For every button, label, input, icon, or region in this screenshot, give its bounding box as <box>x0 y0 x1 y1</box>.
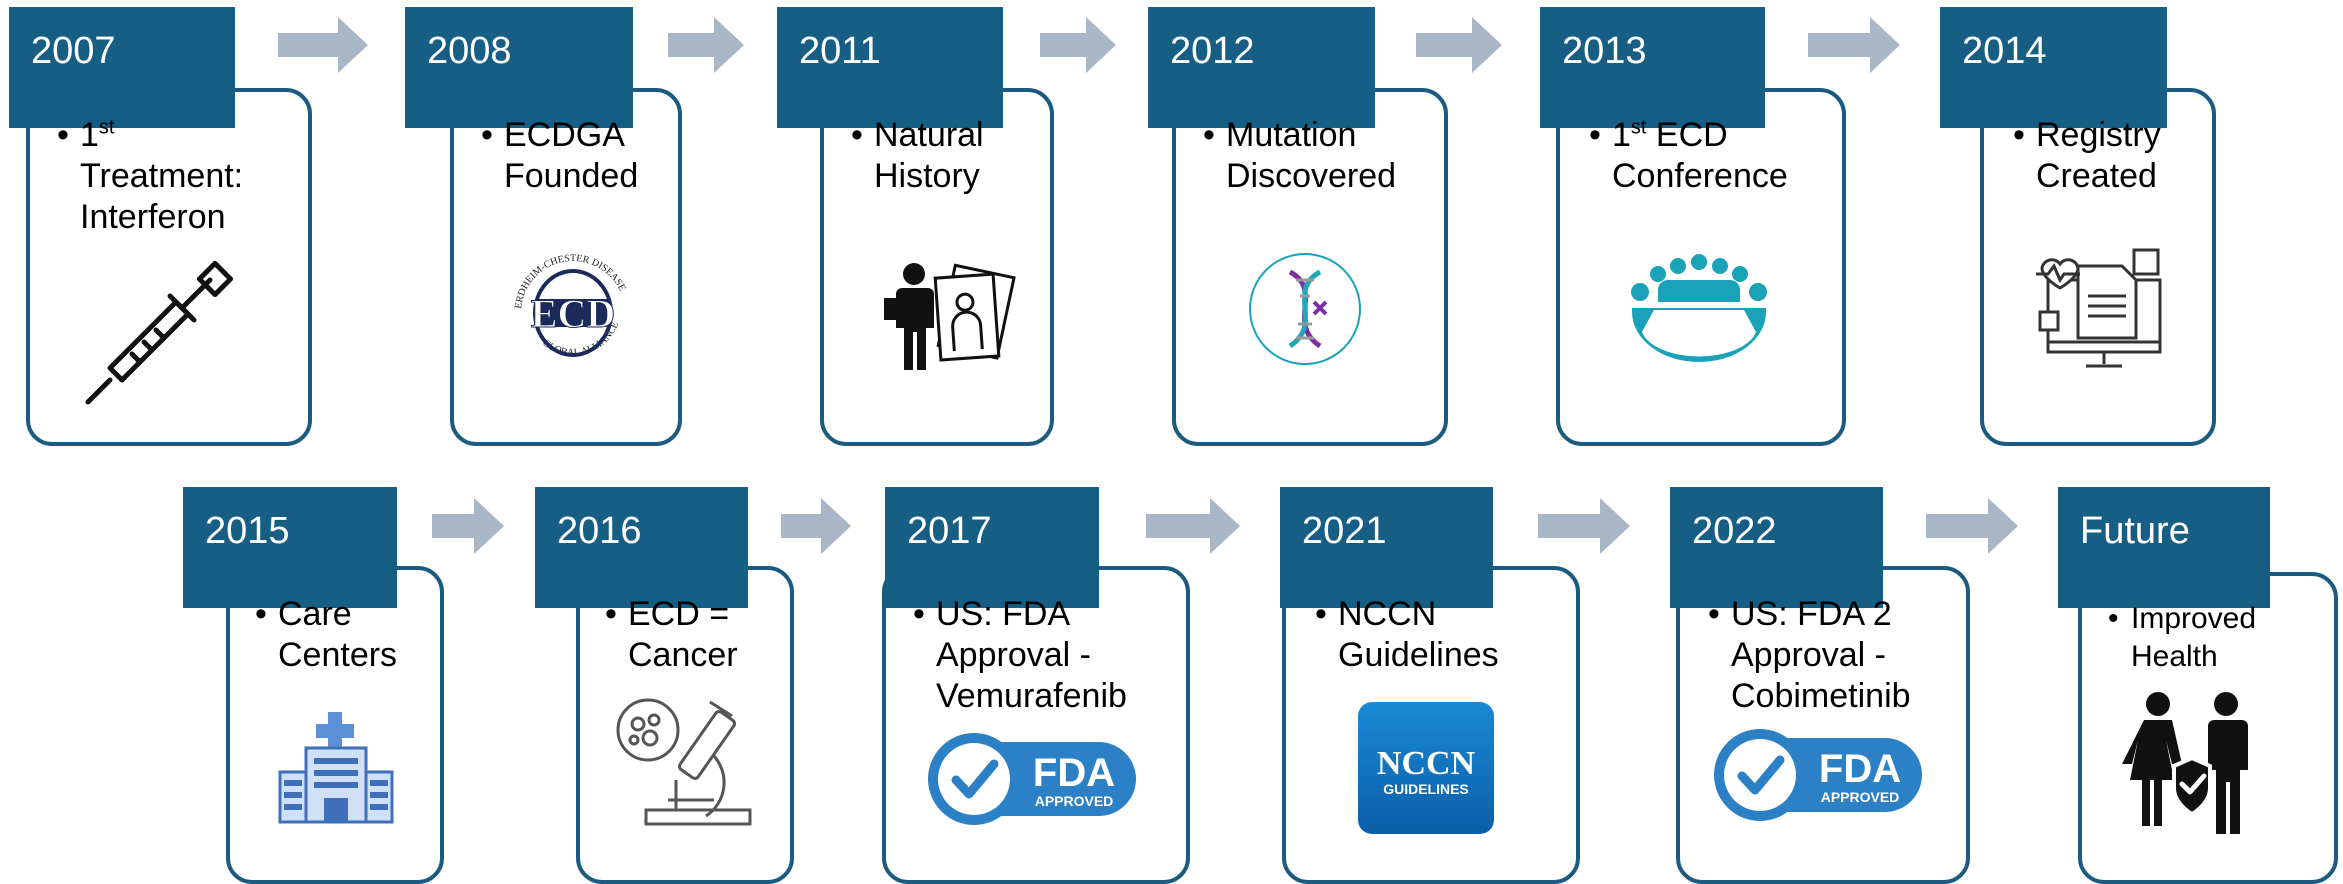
card-text-2017: • US: FDA Approval - Vemurafenib <box>913 595 1127 715</box>
card-text-2016: • ECD = Cancer <box>605 595 738 674</box>
arrow-right-icon <box>1926 498 2018 554</box>
svg-text:APPROVED: APPROVED <box>1821 789 1900 805</box>
conference-table-icon <box>1631 254 1767 362</box>
arrow-right-icon <box>668 17 744 73</box>
arrow-right-icon <box>432 498 504 554</box>
ecdga-logo: ERDHEIM-CHESTER DISEASE GLOBAL ALLIANCE … <box>513 253 627 358</box>
dna-icon <box>1249 253 1361 365</box>
svg-text:FDA: FDA <box>1033 751 1115 795</box>
year-tab-2013: 2013 <box>1540 7 1765 128</box>
syringe-icon <box>85 260 234 405</box>
timeline-card-2016 <box>576 566 794 884</box>
svg-text:NCCN: NCCN <box>1377 745 1476 782</box>
year-tab-2012: 2012 <box>1148 7 1375 128</box>
timeline-card-2011 <box>820 88 1054 446</box>
card-text-2011: • Natural History <box>851 116 984 195</box>
arrow-right-icon <box>1538 498 1630 554</box>
year-tab-2015: 2015 <box>183 487 397 608</box>
svg-text:GUIDELINES: GUIDELINES <box>1383 781 1469 797</box>
arrow-right-icon <box>1040 17 1116 73</box>
svg-text:FDA: FDA <box>1819 747 1901 791</box>
year-tab-2017: 2017 <box>885 487 1099 608</box>
card-text-2013: • 1st ECD Conference <box>1589 116 1788 195</box>
arrow-right-icon <box>1146 498 1240 554</box>
card-text-future: • Improved Health <box>2108 602 2257 673</box>
year-tab-2008: 2008 <box>405 7 633 128</box>
year-tab-future: Future <box>2058 487 2270 608</box>
card-text-2021: • NCCN Guidelines <box>1315 595 1499 674</box>
year-tab-2007: 2007 <box>9 7 235 128</box>
svg-text:APPROVED: APPROVED <box>1035 793 1114 809</box>
fda-approved-badge: FDA APPROVED <box>1700 720 1932 830</box>
registry-computer-icon <box>2036 248 2162 368</box>
card-text-2022: • US: FDA 2 Approval - Cobimetinib <box>1708 595 1911 715</box>
nccn-logo: NCCN GUIDELINES <box>1358 702 1494 834</box>
arrow-right-icon <box>1416 17 1502 73</box>
card-text-2015: • Care Centers <box>255 595 398 674</box>
year-tab-2021: 2021 <box>1280 487 1493 608</box>
person-records-icon <box>884 263 1016 370</box>
year-tab-2014: 2014 <box>1940 7 2167 128</box>
card-text-2007: • 1st Treatment: Interferon <box>57 116 244 236</box>
year-tab-2016: 2016 <box>535 487 748 608</box>
hospital-icon <box>278 712 394 824</box>
card-text-2014: • Registry Created <box>2013 116 2161 195</box>
card-text-2008: • ECDGA Founded <box>481 116 639 195</box>
svg-text:ECD: ECD <box>531 291 615 336</box>
microscope-icon <box>616 698 752 826</box>
arrow-right-icon <box>278 17 368 73</box>
fda-approved-badge: FDA APPROVED <box>914 724 1146 834</box>
year-tab-2022: 2022 <box>1670 487 1883 608</box>
family-shield-icon <box>2122 692 2248 834</box>
arrow-right-icon <box>781 498 851 554</box>
timeline-card-2008 <box>450 88 682 446</box>
year-tab-2011: 2011 <box>777 7 1003 128</box>
arrow-right-icon <box>1808 17 1900 73</box>
timeline-card-2007 <box>26 88 312 446</box>
card-text-2012: • Mutation Discovered <box>1203 116 1397 195</box>
